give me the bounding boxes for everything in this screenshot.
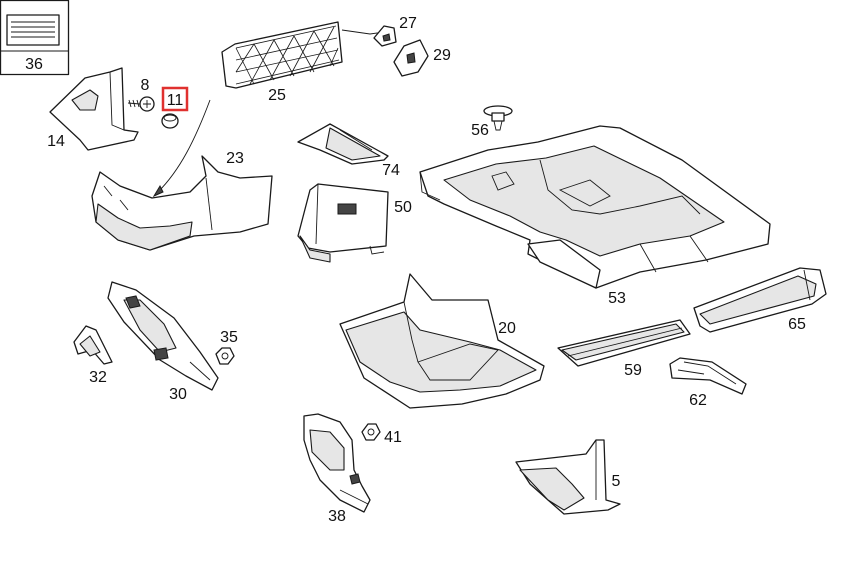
part-8-screw bbox=[127, 96, 155, 112]
part-35-nut bbox=[215, 347, 235, 365]
label-14: 14 bbox=[47, 133, 65, 150]
part-36-legend-box bbox=[0, 0, 70, 76]
label-36: 36 bbox=[25, 56, 43, 73]
label-27: 27 bbox=[399, 15, 417, 32]
part-65-sill bbox=[693, 267, 827, 333]
label-25: 25 bbox=[268, 87, 286, 104]
part-41-nut bbox=[361, 423, 381, 441]
label-59: 59 bbox=[624, 362, 642, 379]
part-30-bracket bbox=[107, 281, 219, 391]
label-11: 11 bbox=[167, 92, 184, 109]
part-59-strip bbox=[557, 319, 691, 367]
part-38-bracket bbox=[303, 413, 371, 513]
part-32-bracket bbox=[73, 325, 113, 365]
label-35: 35 bbox=[220, 329, 238, 346]
label-32: 32 bbox=[89, 369, 107, 386]
part-20-floor-mat bbox=[339, 273, 545, 409]
part-56-fastener bbox=[483, 105, 513, 131]
label-8: 8 bbox=[141, 77, 150, 94]
label-53: 53 bbox=[608, 290, 626, 307]
part-50-panel bbox=[297, 183, 389, 263]
label-65: 65 bbox=[788, 316, 806, 333]
part-11-clip bbox=[161, 113, 179, 129]
label-5: 5 bbox=[612, 473, 621, 490]
part-23-side-panel bbox=[91, 155, 273, 251]
label-41: 41 bbox=[384, 429, 402, 446]
part-27-clip bbox=[373, 25, 397, 47]
label-38: 38 bbox=[328, 508, 346, 525]
label-56: 56 bbox=[471, 122, 489, 139]
part-14-bracket bbox=[49, 67, 139, 151]
label-29: 29 bbox=[433, 47, 451, 64]
part-62-bracket bbox=[669, 357, 747, 395]
label-20: 20 bbox=[498, 320, 516, 337]
label-23: 23 bbox=[226, 150, 244, 167]
part-5-panel bbox=[515, 439, 621, 515]
highlight-box-11 bbox=[161, 86, 189, 112]
label-50: 50 bbox=[394, 199, 412, 216]
part-29-disc bbox=[393, 39, 429, 77]
label-74: 74 bbox=[382, 162, 400, 179]
label-62: 62 bbox=[689, 392, 707, 409]
label-30: 30 bbox=[169, 386, 187, 403]
part-53-floor bbox=[419, 125, 771, 289]
part-25-net bbox=[152, 21, 385, 198]
part-74-trim bbox=[297, 123, 389, 165]
